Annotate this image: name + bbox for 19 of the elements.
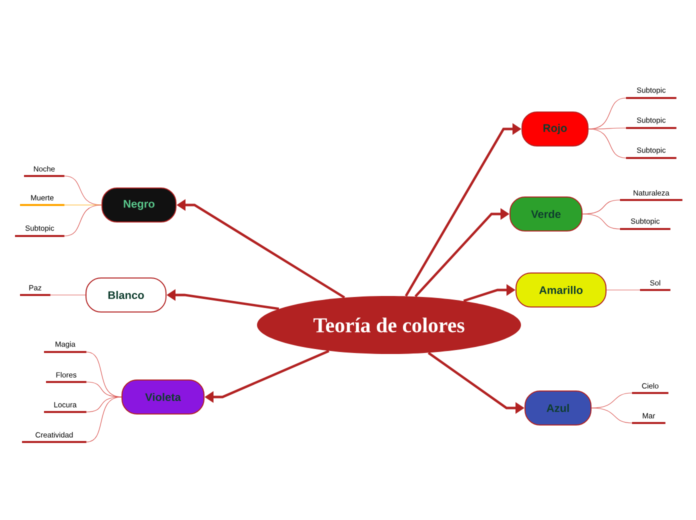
- connector: [86, 382, 122, 398]
- connector: [591, 392, 632, 408]
- connector: [591, 408, 632, 424]
- topic-box: Negro: [102, 188, 176, 222]
- topic-box: Verde: [510, 196, 582, 232]
- connector: [86, 396, 122, 442]
- connector: [582, 214, 620, 230]
- connector: [588, 128, 626, 130]
- topic-box: Blanco: [86, 278, 166, 312]
- connector: [582, 200, 620, 214]
- connector: [64, 204, 102, 206]
- connector: [50, 294, 86, 296]
- topic-box: Amarillo: [516, 272, 606, 308]
- connector: [64, 204, 102, 236]
- connector: [588, 128, 626, 158]
- connector: [86, 396, 122, 412]
- topic-box: Azul: [524, 390, 592, 426]
- topic-box: Violeta: [122, 380, 204, 414]
- topic-box: Rojo: [522, 112, 588, 146]
